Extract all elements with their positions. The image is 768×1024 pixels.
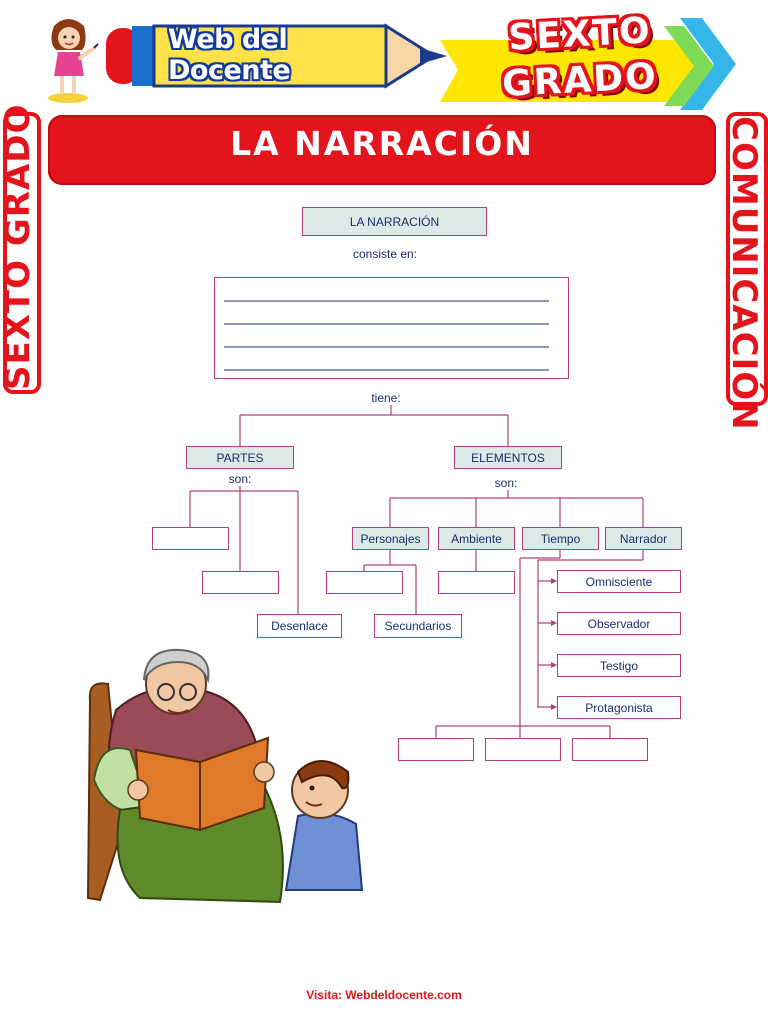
ambiente-box: Ambiente	[438, 527, 515, 550]
narrador-type-testigo: Testigo	[557, 654, 681, 677]
grandmother-reading-illustration	[86, 648, 364, 904]
narrador-type-observador: Observador	[557, 612, 681, 635]
narrador-box: Narrador	[605, 527, 682, 550]
pencil-logo-icon	[106, 23, 447, 89]
tiene-label: tiene:	[371, 391, 401, 405]
page-title: LA NARRACIÓN	[230, 124, 534, 163]
partes-son-label: son:	[228, 472, 252, 486]
consiste-label: consiste en:	[352, 247, 418, 261]
side-label-right	[726, 112, 768, 406]
partes-blank-1	[152, 527, 229, 550]
footer-link[interactable]: Visita: Webdeldocente.com	[306, 988, 462, 1002]
tiempo-blank-1	[398, 738, 474, 761]
teacher-mascot-icon	[48, 19, 99, 103]
narrador-type-omnisciente: Omnisciente	[557, 570, 681, 593]
tiempo-blank-3	[572, 738, 648, 761]
partes-blank-2	[202, 571, 279, 594]
title-bar	[48, 115, 716, 185]
personajes-box: Personajes	[352, 527, 429, 550]
elementos-box: ELEMENTOS	[454, 446, 562, 469]
narrador-type-protagonista: Protagonista	[557, 696, 681, 719]
side-label-left	[3, 112, 41, 394]
partes-box: PARTES	[186, 446, 294, 469]
grade-banner-icon	[440, 18, 736, 110]
desenlace-box: Desenlace	[257, 614, 342, 638]
personajes-blank	[326, 571, 403, 594]
tiempo-box: Tiempo	[522, 527, 599, 550]
elementos-son-label: son:	[494, 476, 518, 490]
tiempo-blank-2	[485, 738, 561, 761]
ambiente-blank	[438, 571, 515, 594]
root-box: LA NARRACIÓN	[302, 207, 487, 236]
secundarios-box: Secundarios	[374, 614, 462, 638]
definition-box	[214, 277, 569, 379]
